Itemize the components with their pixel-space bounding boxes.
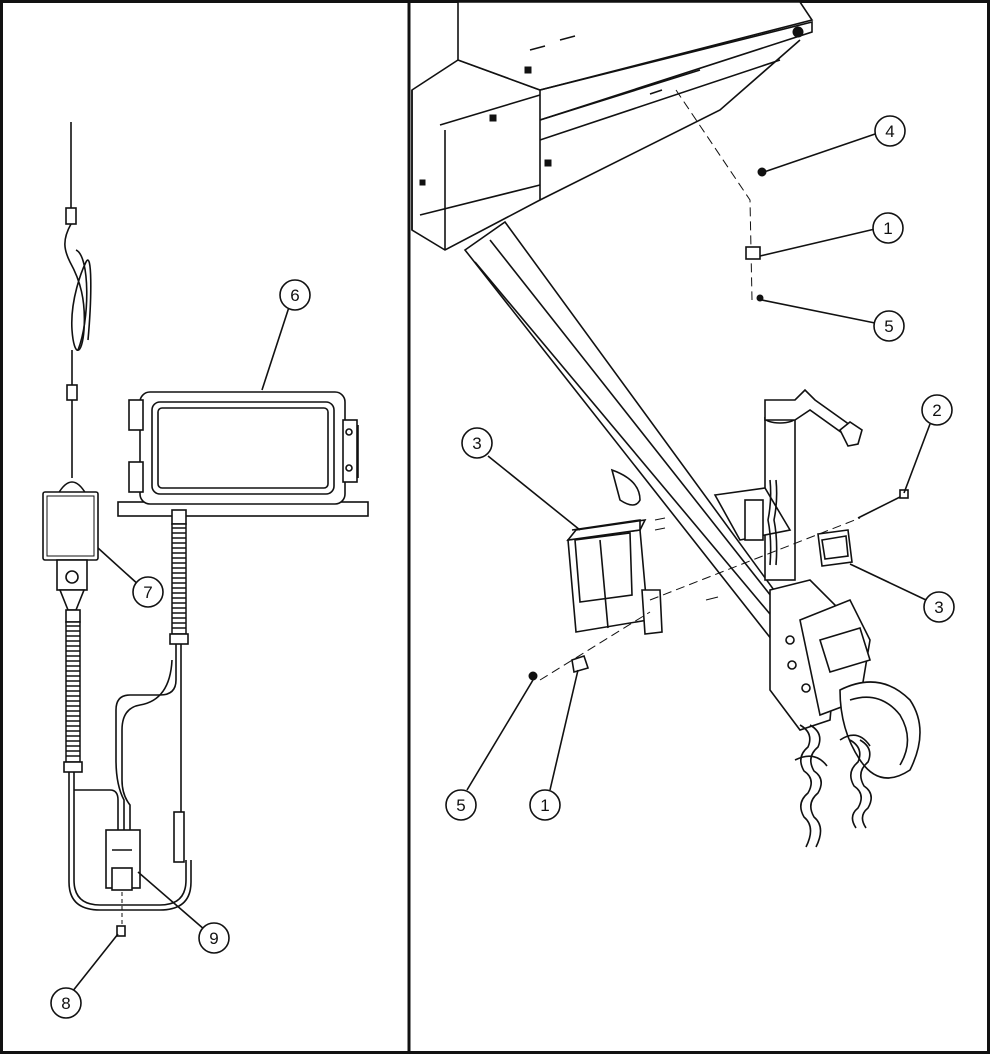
leader-7: [97, 547, 141, 587]
leader-1b: [549, 669, 579, 791]
leader-4: [763, 132, 879, 173]
callout-6-label: 6: [290, 286, 299, 305]
leader-2: [903, 423, 931, 494]
switch-box: [817, 529, 853, 567]
callout-8-label: 8: [61, 994, 70, 1013]
callout-2: 2: [921, 394, 953, 426]
right-panel: [411, 1, 931, 848]
callout-3-right: 3: [923, 591, 955, 623]
nut-5-lower: [528, 671, 538, 681]
callout-1-lower-label: 1: [540, 796, 549, 815]
harness-plug: [105, 829, 141, 926]
leader-6: [261, 303, 291, 391]
callout-3-left: 3: [461, 427, 493, 459]
callout-5-lower: 5: [445, 789, 477, 821]
callout-9: 9: [198, 922, 230, 954]
callout-3-right-label: 3: [934, 598, 943, 617]
clip-1-lower: [571, 654, 590, 674]
leader-8: [71, 933, 119, 993]
battery-box: [566, 518, 663, 635]
callout-8: 8: [50, 987, 82, 1019]
callout-7: 7: [132, 576, 164, 608]
coupler-head: [769, 579, 921, 779]
callout-1-lower: 1: [529, 789, 561, 821]
receiver-box: [117, 391, 369, 517]
callout-1-upper: 1: [872, 212, 904, 244]
callout-5-upper: 5: [873, 310, 905, 342]
leader-5a: [761, 299, 876, 324]
left-panel: [42, 122, 369, 993]
control-module: [42, 491, 99, 611]
trailer-body: [411, 1, 814, 251]
wire-harness: [68, 644, 192, 911]
callout-6: 6: [279, 279, 311, 311]
callout-2-label: 2: [932, 401, 941, 420]
leader-3a: [487, 455, 581, 531]
callout-3-left-label: 3: [472, 434, 481, 453]
callout-9-label: 9: [209, 929, 218, 948]
coil-cord-left: [63, 609, 83, 773]
clip-1: [745, 246, 761, 260]
leader-5b: [466, 679, 534, 791]
coil-cord-right: [169, 509, 189, 645]
callout-4: 4: [874, 115, 906, 147]
callout-4-label: 4: [885, 122, 894, 141]
leader-1a: [759, 228, 876, 257]
callout-5-lower-label: 5: [456, 796, 465, 815]
callout-1-upper-label: 1: [883, 219, 892, 238]
antenna: [56, 122, 92, 495]
upper-hardware: [675, 89, 767, 302]
callout-5-upper-label: 5: [884, 317, 893, 336]
safety-chains: [794, 724, 872, 848]
tongue-jack: [713, 388, 863, 581]
long-bolt-2: [539, 489, 909, 681]
leader-3b: [849, 563, 927, 601]
end-connector: [116, 925, 126, 937]
leader-9: [137, 871, 206, 931]
callout-7-label: 7: [143, 583, 152, 602]
nut-5: [756, 294, 764, 302]
